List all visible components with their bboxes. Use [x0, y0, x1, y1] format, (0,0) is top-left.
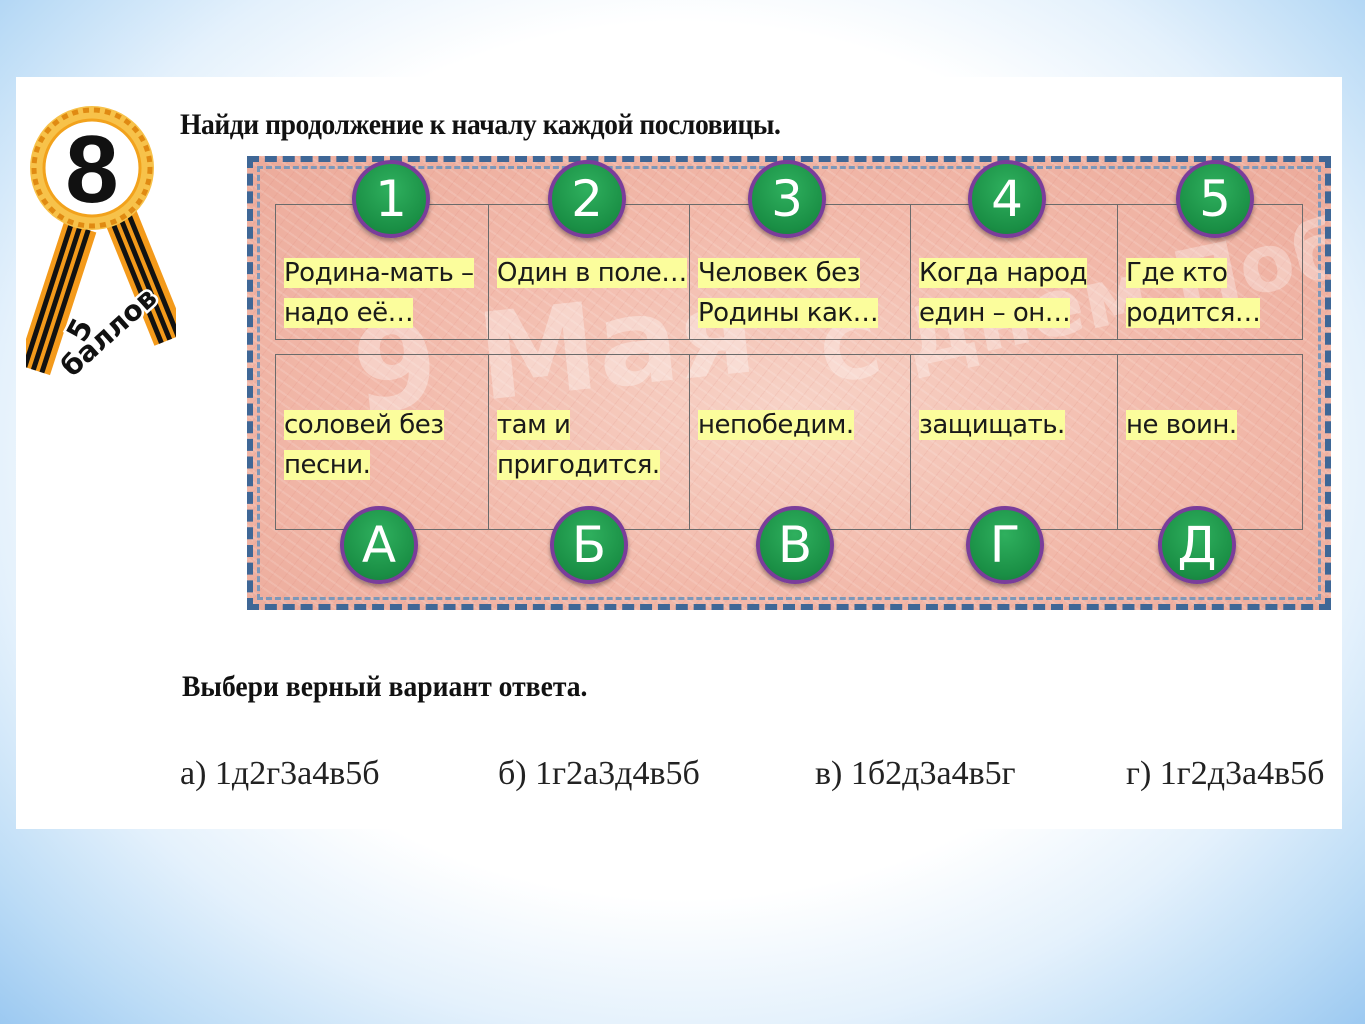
beginning-text: Человек без Родины как… [698, 258, 879, 328]
ending-cell: не воин. [1117, 354, 1303, 530]
beginning-text: Один в поле… [497, 258, 687, 288]
marker-v: В [756, 506, 834, 584]
ribbon-icon [26, 203, 176, 376]
ending-cell: непобедим. [689, 354, 911, 530]
ending-cell: соловей без песни. [275, 354, 489, 530]
rosette-icon [30, 106, 154, 230]
proverb-grid: Родина-мать – надо её… Один в поле… Чело… [275, 204, 1303, 530]
ending-text: соловей без песни. [284, 410, 444, 480]
task-title: Найди продолжение к началу каждой послов… [180, 108, 781, 141]
ending-cell: защищать. [910, 354, 1118, 530]
ending-text: непобедим. [698, 410, 854, 440]
marker-1: 1 [352, 160, 430, 238]
task-number: 8 [65, 116, 118, 223]
answer-prompt: Выбери верный вариант ответа. [182, 670, 588, 703]
beginning-cell: Человек без Родины как… [689, 204, 911, 340]
marker-b: Б [550, 506, 628, 584]
beginning-cell: Родина-мать – надо её… [275, 204, 489, 340]
marker-3: 3 [748, 160, 826, 238]
beginning-text: Родина-мать – надо её… [284, 258, 474, 328]
ending-text: защищать. [919, 410, 1065, 440]
points-badge: 8 5 баллов [26, 106, 176, 384]
ending-text: там и пригодится. [497, 410, 660, 480]
beginning-cell: Когда народ един – он… [910, 204, 1118, 340]
ending-text: не воин. [1126, 410, 1237, 440]
beginning-text: Где кто родится… [1126, 258, 1261, 328]
beginning-cell: Где кто родится… [1117, 204, 1303, 340]
marker-g: Г [966, 506, 1044, 584]
answer-option-b[interactable]: б) 1г2а3д4в5б [498, 755, 700, 792]
marker-4: 4 [968, 160, 1046, 238]
beginning-text: Когда народ един – он… [919, 258, 1088, 328]
marker-a: А [340, 506, 418, 584]
ending-cell: там и пригодится. [488, 354, 690, 530]
marker-5: 5 [1176, 160, 1254, 238]
marker-d: Д [1158, 506, 1236, 584]
marker-2: 2 [548, 160, 626, 238]
answer-option-v[interactable]: в) 1б2д3а4в5г [815, 755, 1016, 792]
answer-option-a[interactable]: а) 1д2г3а4в5б [180, 755, 380, 792]
beginning-cell: Один в поле… [488, 204, 690, 340]
answer-option-g[interactable]: г) 1г2д3а4в5б [1126, 755, 1325, 792]
